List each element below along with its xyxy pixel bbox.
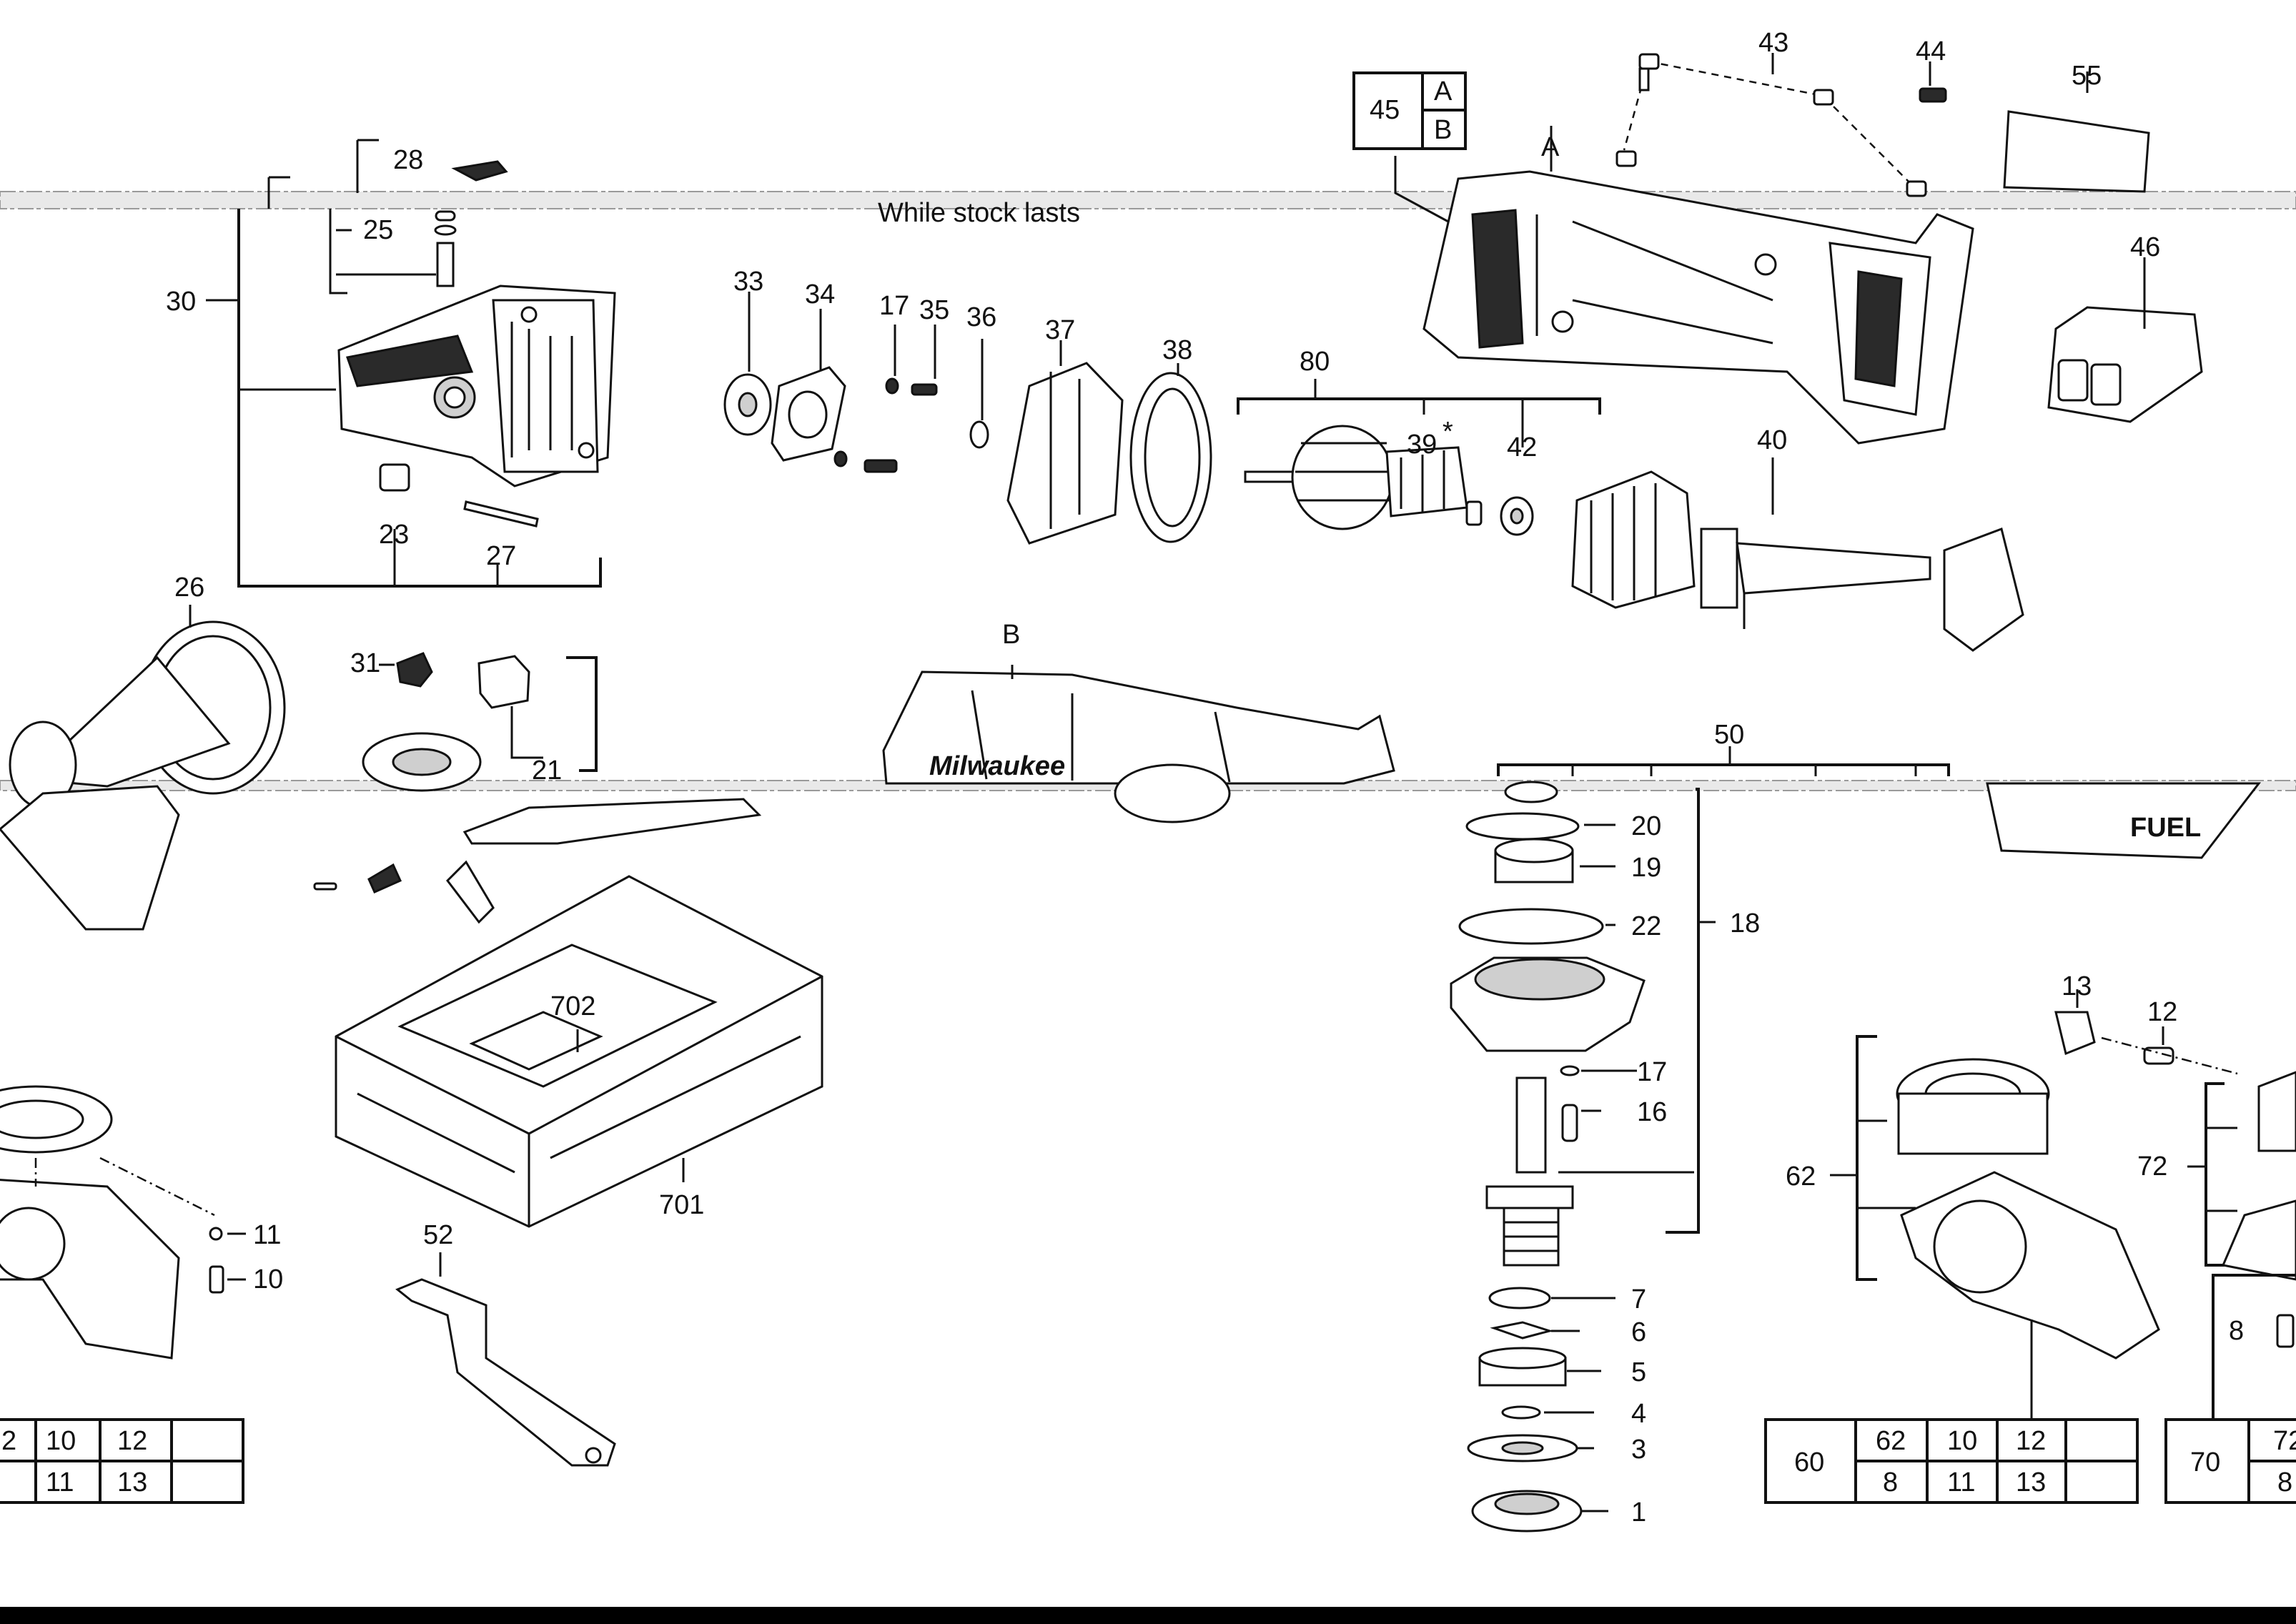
label-23: 23 [379, 520, 409, 550]
label-55: 55 [2072, 61, 2102, 91]
wheel-guard-62-group [1830, 989, 2238, 1422]
label-43: 43 [1758, 28, 1788, 58]
table-left-r2c3: 13 [117, 1467, 147, 1497]
wheel-guard-72-group [2187, 1071, 2296, 1420]
armature-group [1237, 379, 1601, 536]
label-18: 18 [1730, 908, 1760, 939]
box45-top: A [1434, 76, 1453, 107]
table-left-r1c2: 10 [46, 1426, 76, 1456]
label-44: 44 [1916, 36, 1946, 66]
spindle-assembly [1450, 746, 1950, 1533]
carry-case [335, 875, 823, 1228]
label-50: 50 [1714, 720, 1744, 750]
label-19: 19 [1631, 853, 1661, 883]
label-42: 42 [1507, 432, 1537, 462]
housing-screws [1615, 53, 1947, 197]
asterisk: * [1443, 417, 1453, 447]
callout-box-45 [1352, 71, 1467, 150]
notice-text: While stock lasts [878, 198, 1080, 228]
label-40: 40 [1757, 425, 1787, 455]
label-35: 35 [919, 295, 949, 325]
bearing-and-seal-parts [723, 292, 1212, 545]
guard-clamp-parts [313, 652, 762, 924]
label-16: 16 [1637, 1097, 1667, 1127]
label-22: 22 [1631, 911, 1661, 941]
table-60-r2c1: 8 [1883, 1467, 1898, 1497]
switch-paddle [2047, 257, 2203, 423]
wheel-guard-left [0, 1085, 246, 1360]
label-702: 702 [550, 991, 595, 1021]
table-60-r2c2: 11 [1947, 1467, 1975, 1497]
bottom-black-bar [0, 1607, 2296, 1624]
label-62: 62 [1786, 1162, 1816, 1192]
motor-housing [1394, 126, 1974, 445]
gear-housing-group [206, 139, 616, 588]
box45-num: 45 [1370, 95, 1400, 125]
label-701: 701 [659, 1190, 704, 1220]
rear-housing-fuel: FUEL [1986, 782, 2262, 859]
label-20: 20 [1631, 811, 1661, 841]
label-6: 6 [1631, 1317, 1646, 1347]
render-artifact-band-top [0, 191, 2296, 209]
table-left-r1c3: 12 [117, 1426, 147, 1456]
label-17b: 17 [1637, 1057, 1667, 1087]
label-25: 25 [363, 215, 393, 245]
label-72: 72 [2137, 1152, 2167, 1182]
label-36: 36 [966, 302, 996, 332]
label-8: 8 [2229, 1316, 2244, 1346]
label-27: 27 [486, 541, 516, 571]
table-60-r1c1: 62 [1876, 1426, 1906, 1456]
table-60-r2c3: 13 [2016, 1467, 2046, 1497]
label-39: 39 [1407, 430, 1437, 460]
table-70-r1c1: 72 [2273, 1426, 2296, 1456]
label-38: 38 [1162, 335, 1192, 365]
label-A: A [1541, 132, 1560, 162]
side-handle [0, 605, 286, 931]
label-13: 13 [2062, 971, 2092, 1001]
label-11: 11 [253, 1220, 281, 1250]
label-5: 5 [1631, 1357, 1646, 1387]
label-26: 26 [174, 573, 204, 603]
box45-bottom: B [1434, 115, 1452, 145]
table-60-r1c2: 10 [1947, 1426, 1977, 1456]
label-33: 33 [733, 267, 763, 297]
table-60 [1764, 1418, 2139, 1504]
table-70-group: 70 [2190, 1447, 2220, 1477]
table-left-r1c1: 2 [1, 1426, 16, 1456]
label-37: 37 [1045, 315, 1075, 345]
table-70 [2164, 1418, 2296, 1504]
label-30: 30 [166, 287, 196, 317]
label-12: 12 [2147, 997, 2177, 1027]
label-4: 4 [1631, 1399, 1646, 1429]
spanner-wrench [395, 1252, 616, 1467]
label-52: 52 [423, 1220, 453, 1250]
label-7: 7 [1631, 1284, 1646, 1314]
label-3: 3 [1631, 1435, 1646, 1465]
table-70-r2c1: 8 [2277, 1467, 2292, 1497]
fuel-logo-text: FUEL [2130, 813, 2201, 843]
stator-assembly [1571, 457, 2024, 652]
label-31: 31 [350, 648, 380, 678]
label-B: B [1002, 620, 1020, 650]
table-60-group: 60 [1794, 1447, 1824, 1477]
label-1: 1 [1631, 1497, 1646, 1528]
label-17a: 17 [879, 291, 909, 321]
label-plate [2003, 110, 2150, 193]
table-60-r1c3: 12 [2016, 1426, 2046, 1456]
label-80: 80 [1300, 347, 1330, 377]
brand-logo-text: Milwaukee [929, 751, 1065, 781]
motor-housing-lower: Milwaukee [882, 665, 1395, 823]
table-left [0, 1418, 244, 1504]
label-46: 46 [2130, 232, 2160, 262]
label-21: 21 [532, 756, 562, 786]
table-left-r2c2: 11 [46, 1467, 74, 1497]
label-34: 34 [805, 279, 835, 310]
label-10: 10 [253, 1264, 283, 1294]
label-28: 28 [393, 145, 423, 175]
